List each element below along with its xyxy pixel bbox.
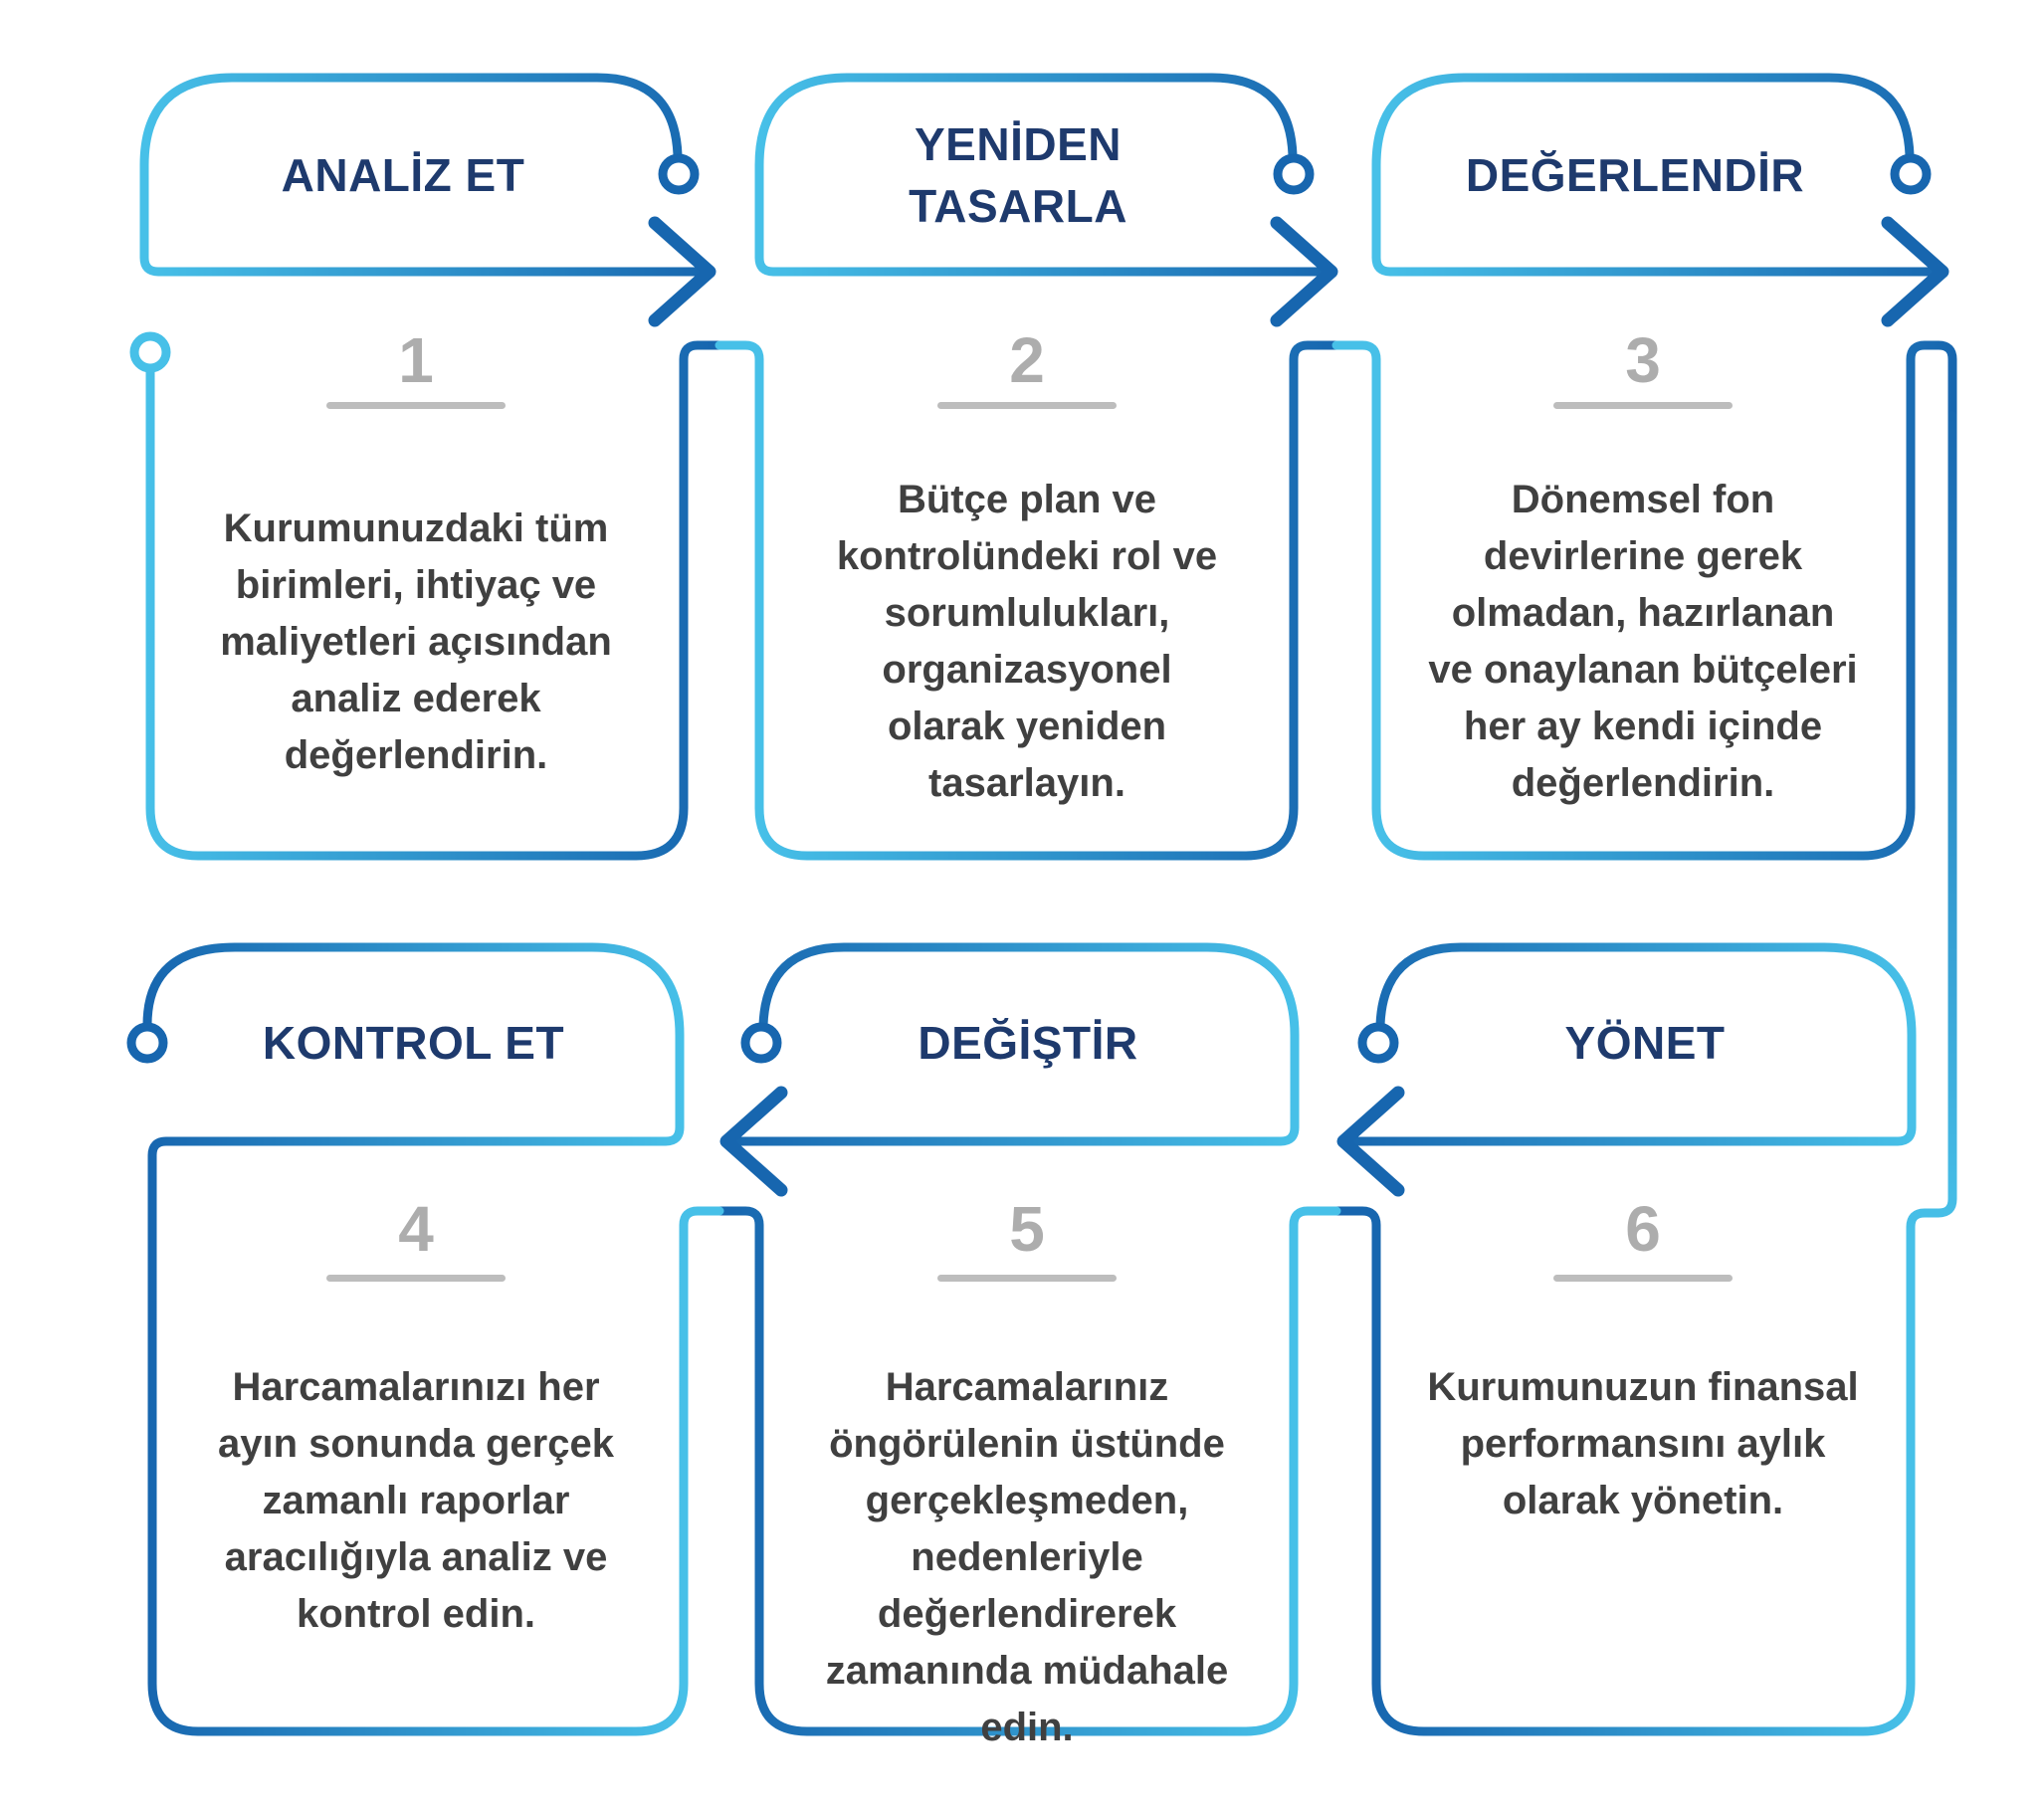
content-box-4-and-title-4-outline	[142, 942, 724, 1736]
content-box-2-outline	[715, 340, 1341, 861]
step-5-title: DEĞİŞTİR	[918, 1017, 1138, 1069]
step-4-underline	[326, 1275, 506, 1282]
step-2-description: Bütçe plan ve kontrolündeki rol ve sorum…	[836, 478, 1218, 805]
step-6-underline	[1553, 1275, 1733, 1282]
step-6-description: Kurumunuzun finansal performansını aylık…	[1427, 1365, 1859, 1522]
title-box-1-outline	[139, 73, 715, 277]
content-box-6-outline	[1331, 1206, 1916, 1736]
step-6-title: YÖNET	[1564, 1017, 1726, 1069]
step-1-description: Kurumunuzdaki tüm birimleri, ihtiyaç ve …	[220, 506, 612, 777]
title-box-2-outline	[754, 73, 1336, 277]
step-3-description: Dönemsel fon devirlerine gerek olmadan, …	[1428, 478, 1858, 805]
title-box-3-outline	[1371, 73, 1947, 277]
step-3-underline	[1553, 402, 1733, 409]
title-6-node-circle-icon	[1357, 1022, 1399, 1064]
title-4-node-circle-icon	[126, 1022, 168, 1064]
step-2-title: YENİDEN TASARLA	[909, 118, 1127, 232]
step-2-number: 2	[1009, 324, 1045, 396]
row-connector-line	[1906, 411, 1957, 1498]
step-1-title: ANALİZ ET	[281, 149, 525, 201]
step-5-underline	[937, 1275, 1117, 1282]
title-box-5-outline	[721, 942, 1300, 1146]
arrowhead-left-6-icon	[1336, 1086, 1405, 1197]
content-box-5-outline	[715, 1206, 1341, 1736]
step-3-number: 3	[1625, 324, 1661, 396]
step-2-underline	[937, 402, 1117, 409]
title-3-node-circle-icon	[1890, 153, 1932, 195]
step-5-description: Harcamalarınız öngörülenin üstünde gerçe…	[825, 1365, 1229, 1749]
step-4-title: KONTROL ET	[262, 1017, 565, 1069]
step-4-description: Harcamalarınızı her ayın sonunda gerçek …	[218, 1365, 614, 1636]
title-1-node-circle-icon	[658, 153, 700, 195]
title-5-node-circle-icon	[740, 1022, 782, 1064]
content-1-start-circle-icon	[129, 331, 171, 373]
content-box-3-outline	[1331, 340, 1957, 861]
content-box-1-outline	[145, 340, 724, 861]
step-1-underline	[326, 402, 506, 409]
title-box-6-outline	[1338, 942, 1917, 1146]
step-6-number: 6	[1625, 1193, 1661, 1265]
arrowhead-right-1-icon	[648, 216, 716, 327]
step-4-number: 4	[398, 1193, 434, 1265]
title-2-node-circle-icon	[1273, 153, 1315, 195]
step-5-number: 5	[1009, 1193, 1045, 1265]
arrowhead-left-5-icon	[719, 1086, 788, 1197]
arrowhead-right-3-icon	[1881, 216, 1949, 327]
step-3-title: DEĞERLENDİR	[1465, 149, 1805, 201]
arrowhead-right-2-icon	[1270, 216, 1338, 327]
step-1-number: 1	[398, 324, 434, 396]
